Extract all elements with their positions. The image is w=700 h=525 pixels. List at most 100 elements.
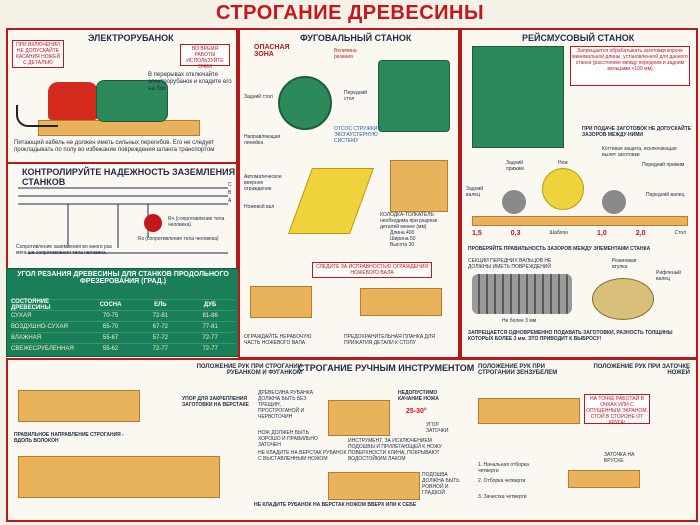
height-label: Высота (390, 242, 408, 248)
thickness-machine (472, 46, 564, 148)
template-label: Шаблон (549, 230, 569, 236)
board-left (250, 286, 312, 318)
check-guard: СЛЕДИТЕ ЗА ИСПРАВНОСТЬЮ ОГРАЖДЕНИЯ НОЖЕВ… (312, 262, 432, 278)
fan-guard (287, 168, 375, 234)
bar-note: ЗАТОЧКА НА БРУСКЕ (604, 452, 635, 464)
height-val: 30 (408, 242, 415, 248)
check-gaps: ПРОВЕРЯЙТЕ ПРАВИЛЬНОСТЬ ЗАЗОРОВ МЕЖДУ ЭЛ… (468, 246, 651, 252)
step-2: 2. Отборка четверти (478, 478, 526, 484)
gap-note: Не более 3 мм (502, 318, 537, 324)
col-species-0: СОСНА (99, 302, 122, 308)
sharpen-bar (568, 470, 640, 488)
bottom-warn: НЕ КЛАДИТЕ РУБАНОК НА ВЕРСТАК НОЖОМ ВВЕР… (254, 502, 417, 508)
gap-3: 2,0 (635, 230, 646, 237)
knife-shaft-wheel (278, 76, 332, 130)
col-species-2: ДУБ (203, 302, 217, 308)
poster-title: СТРОГАНИЕ ДРЕВЕСИНЫ (215, 2, 485, 24)
sharp-note: НОЖ ДОЛЖЕН БЫТЬ ХОРОШО И ПРАВИЛЬНО ЗАТОЧ… (258, 430, 318, 448)
knife-label: Нож (558, 160, 568, 166)
front-roll (602, 190, 626, 214)
left-board (18, 390, 140, 422)
table-row: СВЕЖЕСРУБЛЕННАЯ 55-62 72-77 72-77 (11, 343, 235, 354)
note-pause: В перерывах отключайте электрорубанок и … (148, 72, 232, 92)
table-row: СУХАЯ 70-75 72-81 81-86 (11, 310, 235, 321)
body-note: ДРЕВЕСИНА РУБАНКА ДОЛЖНА БЫТЬ БЕЗ ТРЕЩИН… (258, 390, 314, 420)
width-val: 50 (409, 236, 416, 242)
angle-table-title: УГОЛ РЕЗАНИЯ ДРЕВЕСИНЫ ДЛЯ СТАНКОВ ПРОДО… (17, 271, 229, 285)
angle-value: 25-30° (406, 408, 427, 415)
gap-2: 1,0 (597, 230, 607, 237)
plane-body (328, 400, 390, 436)
knife-shaft-label: Ножевой вал (244, 204, 275, 210)
left-board-2 (18, 456, 220, 498)
grounding-panel: КОНТРОЛИРУЙТЕ НАДЕЖНОСТЬ ЗАЗЕМЛЕНИЯ СТАН… (6, 162, 238, 270)
no-knife-note: НЕ КЛАДИТЕ НА ВЕРСТАК РУБАНОК С ВЫСТАВЛЕ… (258, 450, 347, 462)
thickness-panel: РЕЙСМУСОВЫЙ СТАНОК Запрещается обрабатыв… (460, 28, 698, 359)
jointer-panel: ФУГОВАЛЬНЫЙ СТАНОК ОПАСНАЯ ЗОНА Величина… (238, 28, 460, 359)
cell: 72-77 (202, 346, 218, 352)
hands-sharpen: ПОЛОЖЕНИЕ РУК ПРИ ЗАТОЧКЕ НОЖЕЙ (593, 364, 690, 376)
protect-note: ОГРАЖДАЙТЕ НЕРАБОЧУЮ ЧАСТЬ НОЖЕВОГО ВАЛА (244, 334, 312, 346)
table-row: ВЛАЖНАЯ 55-67 57-72 72-77 (11, 332, 235, 343)
guard-label: Автоматическое веерное ограждение (244, 174, 282, 192)
cell: 57-72 (152, 335, 169, 341)
back-table: Задний стол (244, 94, 273, 100)
zenz-board (478, 398, 580, 424)
electric-planer-panel: ЭЛЕКТРОРУБАНОК ПРИ ВКЛЮЧЕНИИ НЕ ДОПУСКАЙ… (6, 28, 238, 164)
step-3: 3. Зачистка четверти (478, 494, 527, 500)
sections-note: СЕКЦИИ ПЕРЕДНИХ ВАЛЬЦОВ НЕ ДОЛЖНЫ ИМЕТЬ … (468, 258, 552, 270)
gap-1: 0,3 (510, 230, 521, 237)
cell: 72-81 (152, 313, 169, 319)
cell: 67-72 (152, 324, 169, 330)
jointer-machine (378, 60, 450, 132)
pusher-block (390, 160, 448, 212)
gaps-row: 1,5 0,3 Шаблон 1,0 2,0 Стол (472, 230, 686, 237)
warn-touch: ПРИ ВКЛЮЧЕНИИ НЕ ДОПУСКАЙТЕ КАСАНИЯ НОЖЕ… (12, 40, 64, 68)
cell: 72-77 (152, 346, 169, 352)
plank-note: ПРЕДОХРАНИТЕЛЬНАЯ ПЛАНКА ДЛЯ ПРИЖАТИЯ ДЕ… (344, 334, 435, 346)
rz-label: Rз (сопротивление тела человека) (138, 236, 219, 242)
cell: 81-86 (202, 313, 218, 319)
jointer-heading: ФУГОВАЛЬНЫЙ СТАНОК (300, 33, 412, 43)
sole-note: ПОДОШВА ДОЛЖНА БЫТЬ РОВНОЙ И ГЛАДКОЙ (422, 472, 460, 496)
thickness-heading: РЕЙСМУСОВЫЙ СТАНОК (522, 33, 635, 43)
board-right (360, 288, 442, 316)
wobble-note: НЕДОПУСТИМО КАЧАНИЕ НОЖА (398, 390, 439, 402)
len-label: Длина (390, 230, 405, 236)
front-table: Передний стол (344, 90, 368, 102)
hand-panel: СТРОГАНИЕ РУЧНЫМ ИНСТРУМЕНТОМ ПОЛОЖЕНИЕ … (6, 358, 698, 522)
row-state: ВЛАЖНАЯ (11, 335, 42, 341)
plane-sole (328, 472, 420, 500)
cell: 55-62 (102, 346, 119, 352)
pusher-dims: Длина 400 Ширина 50 Высота 30 (390, 230, 450, 248)
direction-note: ПРАВИЛЬНОЕ НАПРАВЛЕНИЕ СТРОГАНИЯ - ВДОЛЬ… (14, 432, 124, 444)
guard-note: Когтевая защита, исключающая вылет загот… (602, 146, 677, 158)
rear-clamp: Задний прижим (506, 160, 524, 172)
rh-label: Rч (сопротивление тела человека) (168, 216, 225, 228)
warn-goggles: ВО ВРЕМЯ РАБОТЫ ИСПОЛЬЗУЙТЕ ОЧКИ (180, 44, 230, 70)
cell: 70-75 (102, 313, 119, 319)
rear-roll (502, 190, 526, 214)
angle-table-grid: СОСТОЯНИЕ ДРЕВЕСИНЫ СОСНА ЕЛЬ ДУБ СУХАЯ … (11, 299, 235, 354)
stone-note: НА ТОЧКЕ РАБОТАЙ В ОЧКАХ ИЛИ С ОПУЩЕННЫМ… (584, 394, 650, 426)
front-roll-label: Передний валец (646, 192, 685, 198)
angle-table: УГОЛ РЕЗАНИЯ ДРЕВЕСИНЫ ДЛЯ СТАНКОВ ПРОДО… (6, 268, 240, 357)
cell: 55-67 (102, 335, 119, 341)
guide-label: Направляющая линейка (244, 134, 281, 146)
electric-heading: ЭЛЕКТРОРУБАНОК (88, 33, 174, 43)
len-val: 400 (406, 230, 415, 236)
chips-note: ОТСОС СТРУЖКИ В ЭКСГАУСТЕРНУЮ СИСТЕМУ (334, 126, 383, 144)
stop-note: УПОР ДЛЯ ЗАКРЕПЛЕНИЯ ЗАГОТОВКИ НА ВЕРСТА… (182, 396, 249, 408)
danger-zone: ОПАСНАЯ ЗОНА (254, 44, 290, 58)
table-label: Стол (674, 230, 686, 236)
tool-note: ИНСТРУМЕНТ, ЗА ИСКЛЮЧЕНИЕМ ПОДОШВЫ И ПРИ… (348, 438, 442, 462)
col-state: СОСТОЯНИЕ ДРЕВЕСИНЫ (11, 299, 51, 311)
cut-depth: Величина резания (334, 48, 357, 60)
planer-cable (16, 105, 58, 127)
rubber-label: Резиновая втулка (612, 258, 637, 270)
phase-c: С (228, 182, 232, 188)
note-cable: Питающий кабель не должен иметь сильных … (14, 140, 215, 153)
planer-motor (96, 80, 168, 122)
row-state: СВЕЖЕСРУБЛЕННАЯ (11, 346, 74, 352)
